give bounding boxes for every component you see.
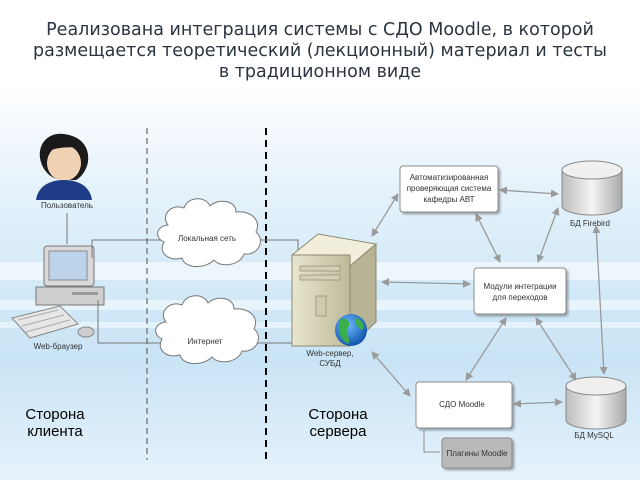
arrow-integration-db-bottom [535, 317, 577, 381]
server-side-label-line-2: сервера [309, 423, 367, 440]
mysql-database-icon [565, 376, 627, 430]
plugins-label: Плагины Moodle [447, 449, 508, 458]
user-icon [36, 133, 92, 200]
arrow-integration-moodle [465, 317, 507, 381]
arrow-server-integration [381, 278, 471, 288]
plugins-connector [423, 430, 440, 453]
integration-modules-box [473, 267, 567, 315]
server-label-line-2: СУБД [319, 359, 341, 368]
arrow-server-checker [371, 193, 399, 237]
checker-label-line-1: Автоматизированная [410, 173, 489, 182]
plugins-box [441, 437, 513, 469]
integration-label-line-2: для переходов [493, 293, 548, 302]
client-side-label-line-1: Сторона [25, 406, 85, 423]
globe-icon [335, 314, 367, 346]
moodle-box [415, 381, 513, 429]
local-network-label: Локальная сеть [178, 234, 236, 243]
checker-label-line-3: кафедры АВТ [423, 195, 474, 204]
checker-system-box [399, 165, 499, 213]
db-top-label: БД Firebird [570, 219, 610, 228]
moodle-label: СДО Moodle [439, 400, 485, 409]
arrow-db-top-integration [536, 207, 560, 263]
internet-label: Интернет [188, 337, 223, 346]
arrow-db-top-db-bottom [592, 225, 608, 375]
db-bottom-label: БД MySQL [574, 431, 614, 440]
connection-arrows [371, 186, 608, 408]
integration-label-line-1: Модули интеграции [483, 282, 556, 291]
checker-label-line-2: проверяющая система [407, 184, 492, 193]
server-side-label-line-1: Сторона [308, 406, 368, 423]
server-label-line-1: Web-сервер, [306, 349, 353, 358]
client-computer-icon [11, 245, 105, 339]
browser-label: Web-браузер [34, 342, 83, 351]
title-line-3: в традиционном виде [218, 62, 422, 82]
local-network-cloud [157, 198, 261, 267]
arrow-server-moodle [371, 351, 411, 397]
client-side-label-line-2: клиента [27, 423, 83, 440]
user-label: Пользователь [41, 201, 93, 210]
title-line-1: Реализована интеграция системы с СДО Moo… [46, 20, 594, 40]
arrow-checker-integration [475, 213, 501, 263]
arrow-checker-db-top [499, 186, 559, 198]
firebird-database-icon [561, 160, 623, 216]
title-line-2: размещается теоретический (лекционный) м… [33, 41, 607, 61]
arrow-moodle-db-bottom [513, 398, 563, 408]
internet-cloud [155, 295, 259, 364]
page-title: Реализована интеграция системы с СДО Moo… [10, 20, 630, 83]
